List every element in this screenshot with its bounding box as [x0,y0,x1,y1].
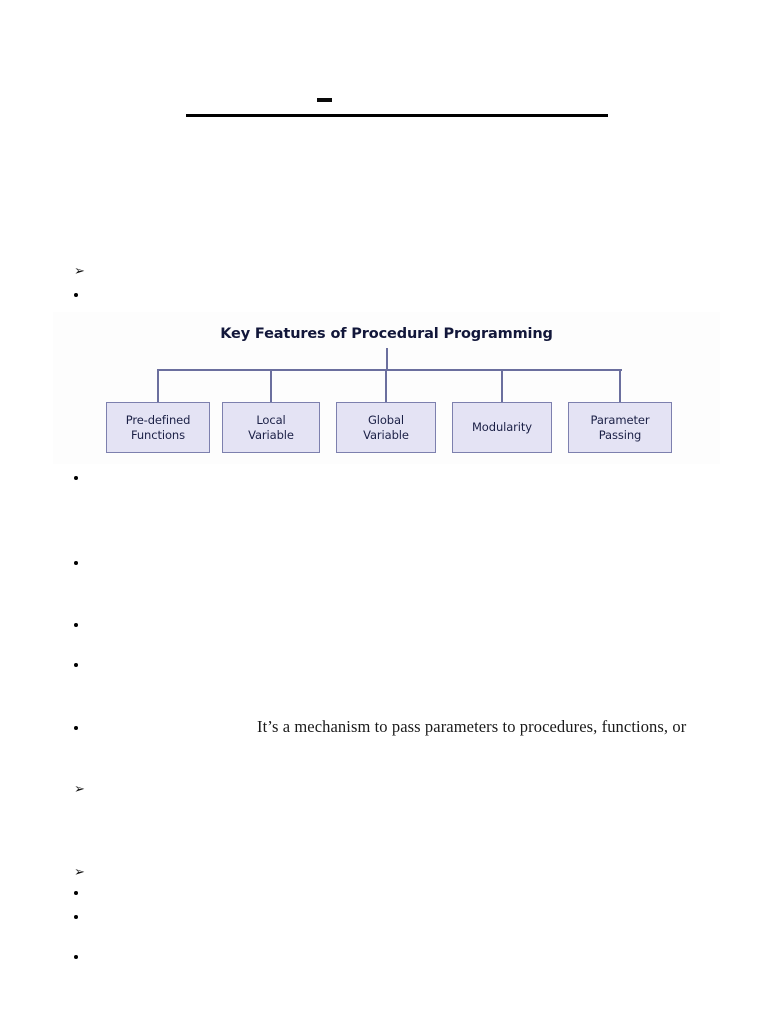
connector-drop-line [270,369,272,402]
bullet-dot-marker [74,891,78,895]
figure-node-label-line2: Variable [248,427,294,442]
figure-node-label-line1: Pre-defined [125,413,191,428]
figure-node-label-line2: Functions [130,427,185,442]
figure-title: Key Features of Procedural Programming [220,326,553,342]
bullet-dot-marker [74,561,78,565]
parameter-passing-text: It’s a mechanism to pass parameters to p… [257,717,687,736]
bullet-arrow-marker: ➢ [74,264,85,279]
figure-node-label-line1: Global [367,413,405,428]
connector-drop-line [157,369,159,402]
figure-node: Modularity [452,402,552,453]
figure-node-label-line1: Local [256,413,286,428]
figure-node-label-line2: Passing [598,427,642,442]
figure-node-label-line1: Modularity [471,420,533,435]
bullet-dot-marker [74,663,78,667]
connector-drop-line [501,369,503,402]
connector-root-vertical [386,348,388,371]
connector-drop-line [385,369,387,402]
connector-drop-line [619,369,621,402]
figure-node-label-line1: Parameter [590,413,650,428]
bullet-dot-marker [74,293,78,297]
figure-key-features-diagram: Key Features of Procedural Programming P… [53,312,720,464]
connector-horizontal-bus [158,369,622,371]
title-dash-glyph [317,98,332,102]
bullet-arrow-marker: ➢ [74,782,85,797]
figure-node-label-line2: Variable [363,427,409,442]
bullet-dot-marker [74,623,78,627]
bullet-dot-marker [74,955,78,959]
bullet-dot-marker [74,915,78,919]
bullet-arrow-marker: ➢ [74,865,85,880]
bullet-dot-marker [74,726,78,730]
bullet-dot-marker [74,476,78,480]
header-horizontal-rule [186,114,608,117]
